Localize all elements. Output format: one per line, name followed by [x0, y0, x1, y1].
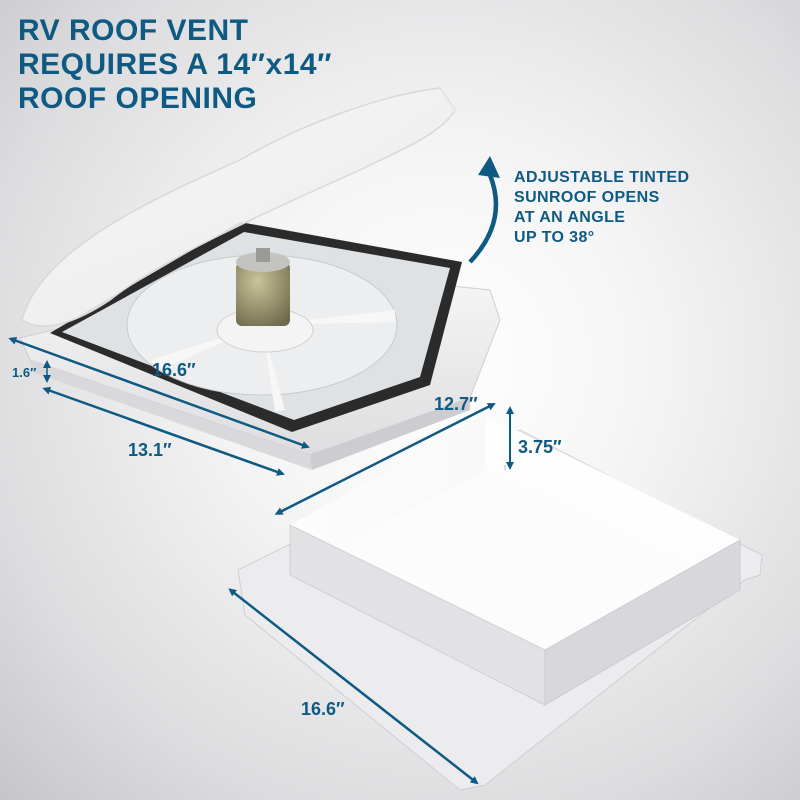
dim-label-trim-flange-length: 16.6″	[301, 699, 345, 719]
callout-line-1: ADJUSTABLE TINTED	[514, 169, 690, 186]
dim-label-vent-width: 13.1″	[128, 440, 172, 460]
dim-label-trim-width: 12.7″	[434, 394, 478, 414]
tinted-sunroof-lid	[21, 87, 460, 327]
dim-label-trim-height: 3.75″	[518, 437, 562, 457]
dim-line-trim-flange	[228, 588, 479, 785]
dim-label-vent-height: 1.6″	[12, 365, 37, 380]
sunroof-callout: ADJUSTABLE TINTED SUNROOF OPENS AT AN AN…	[514, 168, 689, 248]
callout-line-4: UP TO 38°	[514, 229, 595, 246]
callout-line-2: SUNROOF OPENS	[514, 189, 660, 206]
callout-line-3: AT AN ANGLE	[514, 209, 626, 226]
curved-arrow-up-icon	[468, 156, 500, 264]
trim-ring	[237, 415, 763, 791]
title-line-1: RV ROOF VENT	[18, 14, 249, 47]
dim-label-vent-length: 16.6″	[152, 360, 196, 380]
title-line-3: ROOF OPENING	[18, 82, 258, 115]
dim-line-trim-width	[274, 402, 496, 515]
dimension-lines	[8, 336, 514, 785]
dim-line-vent-width	[42, 386, 285, 476]
title-line-2: REQUIRES A 14″x14″	[18, 48, 332, 81]
page-title: RV ROOF VENT REQUIRES A 14″x14″ ROOF OPE…	[18, 14, 332, 116]
